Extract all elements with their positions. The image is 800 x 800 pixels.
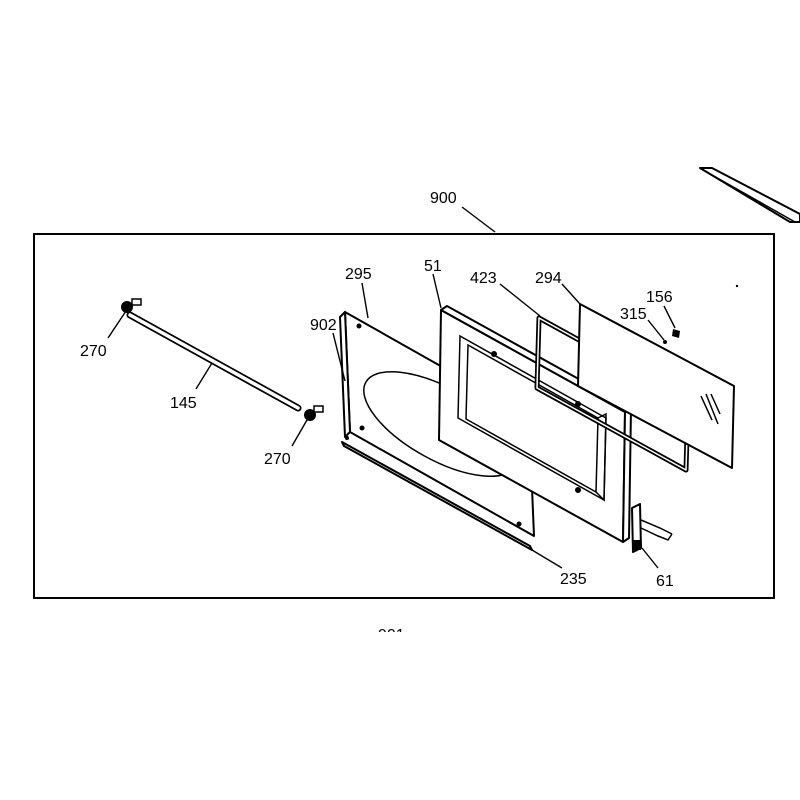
label-51: 51 (424, 258, 442, 275)
leader-145 (195, 362, 213, 390)
leader-295 (361, 282, 369, 319)
clip-part (663, 340, 667, 344)
label-145: 145 (170, 395, 197, 412)
leader-902 (332, 332, 346, 382)
label-423: 423 (470, 270, 497, 287)
rod-part (126, 311, 302, 412)
clip-top-part (672, 329, 680, 338)
assembly-frame (33, 233, 775, 599)
label-294: 294 (535, 270, 562, 287)
glass-pane (577, 303, 735, 469)
leader-235 (531, 549, 563, 569)
end-cap-right (304, 405, 324, 421)
end-cap-left (121, 298, 142, 313)
label-901-clip: 901 (378, 627, 405, 644)
label-270-right: 270 (264, 451, 291, 468)
leader-423 (499, 283, 541, 317)
leader-51 (432, 273, 442, 309)
leader-315 (647, 319, 665, 341)
label-315: 315 (620, 306, 647, 323)
label-902: 902 (310, 317, 337, 334)
hinge-part (631, 503, 673, 553)
leader-156 (663, 305, 676, 329)
leader-270-left (107, 310, 127, 339)
leader-270-right (291, 419, 308, 447)
label-235: 235 (560, 571, 587, 588)
leader-61 (641, 547, 659, 569)
label-295: 295 (345, 266, 372, 283)
label-61: 61 (656, 573, 674, 590)
label-156: 156 (646, 289, 673, 306)
label-901: 901 (378, 627, 405, 644)
stray-mark (735, 284, 739, 288)
top-right-partial-part (699, 167, 800, 223)
leader-294 (561, 283, 581, 305)
label-270-left: 270 (80, 343, 107, 360)
label-900: 900 (430, 190, 457, 207)
leader-900 (461, 206, 496, 233)
